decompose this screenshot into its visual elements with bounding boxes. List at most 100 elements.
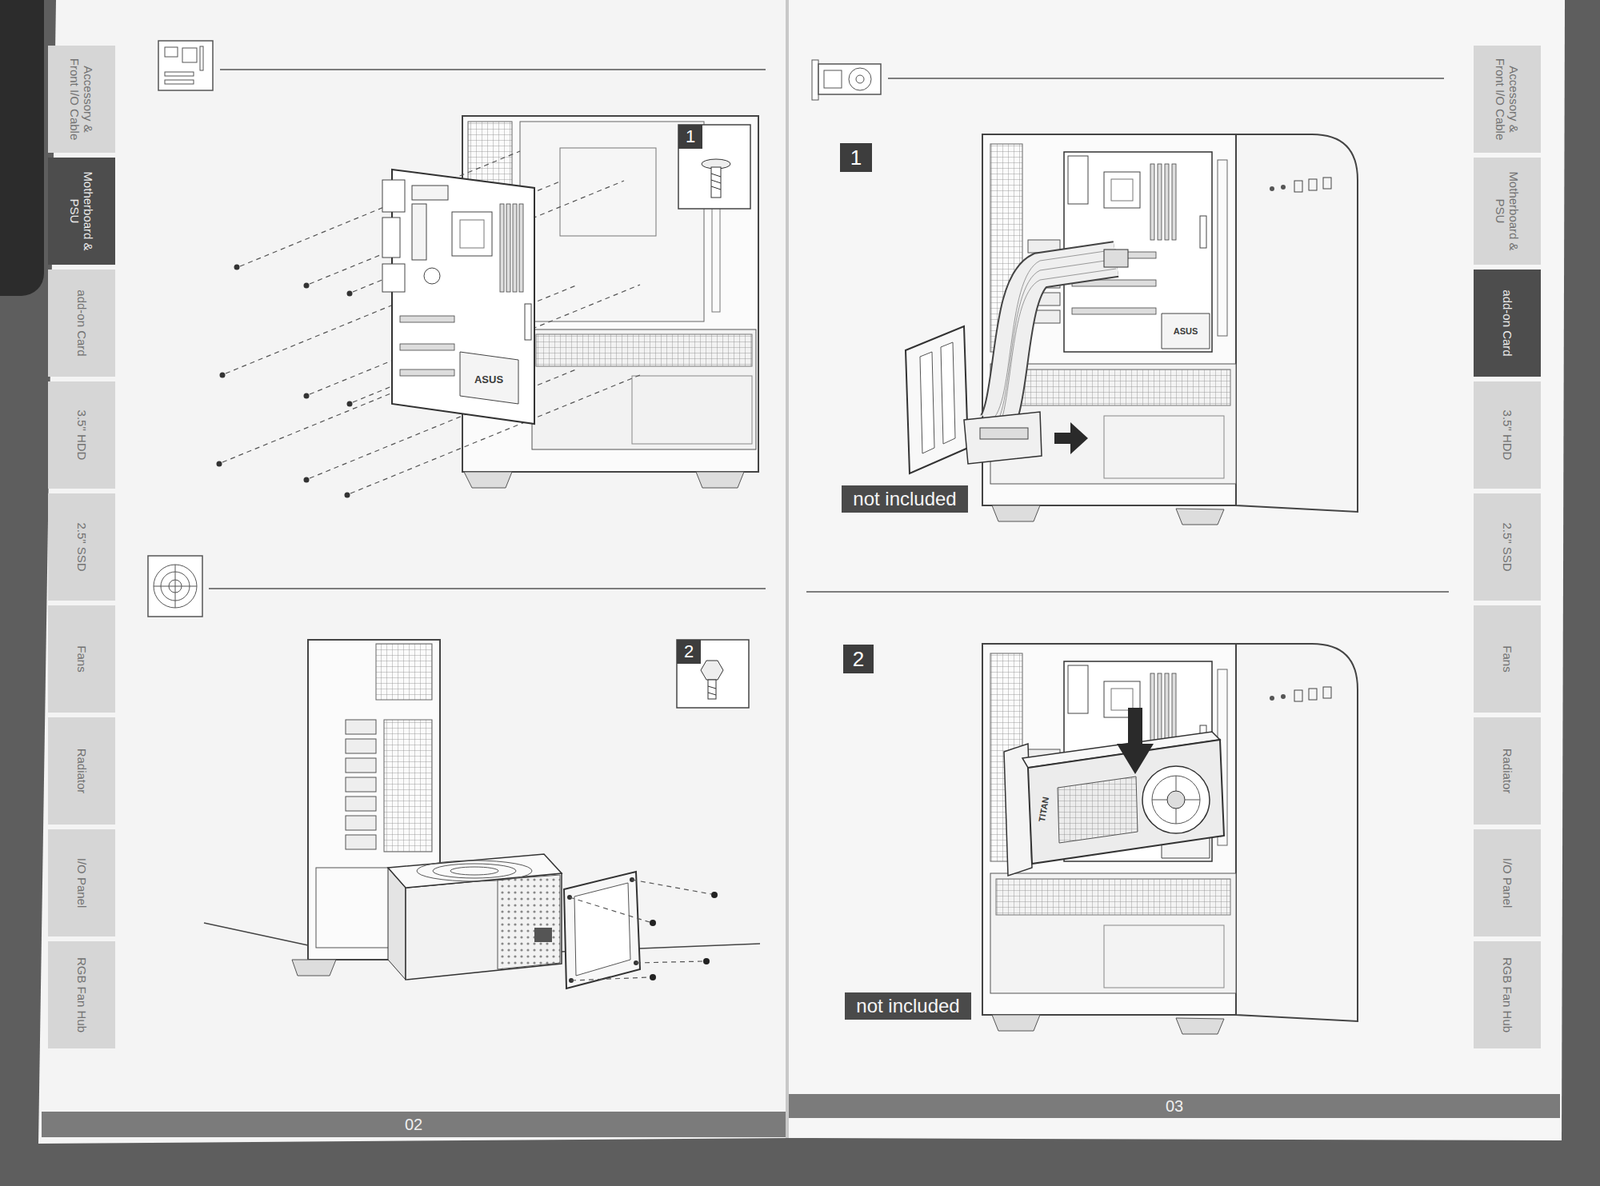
psu-section-part-part bbox=[636, 961, 704, 964]
add-on-card-section-part bbox=[1104, 249, 1128, 268]
motherboard-section-part bbox=[392, 169, 535, 424]
motherboard-section-part bbox=[532, 329, 756, 450]
psu-section-part bbox=[153, 564, 197, 608]
motherboard-section-part bbox=[536, 334, 752, 367]
tab-label: Motherboard & PSU bbox=[68, 162, 96, 260]
section-tab: RGB Fan Hub bbox=[48, 941, 116, 1049]
psu-section-part bbox=[569, 880, 712, 981]
psu-section-part bbox=[497, 875, 560, 970]
add-on-card-section-part bbox=[818, 64, 881, 95]
add-on-card-section-part bbox=[940, 342, 956, 444]
add-on-card-section-part bbox=[1116, 708, 1154, 775]
psu-section-part bbox=[148, 556, 203, 617]
add-on-card-section-part bbox=[1142, 766, 1210, 834]
node-text: 3.5" HDD bbox=[1500, 386, 1514, 484]
add-on-card-section-part bbox=[988, 259, 1116, 432]
motherboard-section-part-part bbox=[304, 393, 310, 400]
psu-section-part bbox=[450, 867, 499, 876]
motherboard-section-part bbox=[512, 204, 517, 292]
psu-section-part bbox=[708, 686, 716, 689]
tab-label: I/O Panel bbox=[74, 834, 88, 932]
add-on-card-section-part bbox=[1167, 791, 1185, 809]
psu-section-part bbox=[345, 816, 376, 831]
motherboard-section-part bbox=[382, 217, 400, 258]
node-text: RGB Fan Hub bbox=[74, 946, 88, 1044]
add-on-card-section-part bbox=[988, 259, 1116, 432]
motherboard-section-part bbox=[460, 220, 484, 248]
psu-section-part bbox=[700, 660, 724, 680]
motherboard-section-part bbox=[452, 212, 492, 256]
psu-section-part bbox=[703, 958, 710, 965]
step-number: 1 bbox=[840, 143, 872, 172]
tab-label: 3.5" HDD bbox=[74, 386, 88, 484]
tab-label: Accessory & Front I/O Cable bbox=[1493, 50, 1522, 148]
add-on-card-section-part bbox=[982, 644, 1358, 1035]
add-on-card-section-part bbox=[1176, 808, 1177, 824]
motherboard-section-part bbox=[519, 204, 524, 292]
psu-section-part bbox=[676, 640, 749, 708]
node-text: 03 bbox=[1165, 1097, 1184, 1116]
motherboard-section-part bbox=[158, 40, 213, 91]
tab-label: Accessory & Front I/O Cable bbox=[68, 50, 96, 148]
node-text: not included bbox=[856, 995, 960, 1018]
motherboard-section-part bbox=[164, 80, 194, 84]
section-tab: Radiator bbox=[48, 717, 116, 825]
node-text: add-on Card bbox=[1500, 274, 1514, 372]
dark-object bbox=[0, 0, 44, 296]
psu-section-part bbox=[376, 644, 432, 700]
motherboard-section-part bbox=[164, 47, 178, 57]
psu-section-part bbox=[708, 692, 716, 696]
psu-section-part bbox=[384, 720, 432, 852]
motherboard-section-part bbox=[560, 148, 656, 236]
psu-section-part bbox=[432, 864, 516, 879]
spine bbox=[785, 0, 789, 1139]
psu-section bbox=[148, 556, 766, 989]
step-number: 2 bbox=[676, 640, 701, 664]
node-text: I/O Panel bbox=[74, 834, 88, 932]
section-tab: I/O Panel bbox=[48, 829, 116, 937]
add-on-card-section-part bbox=[964, 412, 1042, 464]
node-text: 1 bbox=[685, 126, 696, 148]
add-on-card-section-part bbox=[980, 428, 1028, 440]
motherboard-section-part bbox=[506, 204, 511, 292]
psu-section-part bbox=[345, 777, 376, 792]
motherboard-section-part bbox=[164, 72, 194, 76]
motherboard-section-part bbox=[632, 376, 752, 444]
add-on-card-section-part bbox=[888, 77, 1444, 80]
node-text: 2 bbox=[684, 641, 694, 663]
add-on-card-section-part bbox=[1057, 776, 1138, 844]
tab-label: RGB Fan Hub bbox=[74, 946, 88, 1044]
motherboard-section-part-part bbox=[304, 477, 310, 484]
node-text: 2 bbox=[852, 647, 864, 672]
motherboard-section-part bbox=[382, 264, 405, 292]
section-tab: add-on Card bbox=[48, 269, 116, 377]
node-text: not included bbox=[852, 488, 956, 511]
section-tab: Fans bbox=[1473, 605, 1541, 713]
add-on-card-section-part bbox=[988, 259, 1116, 432]
node-text: Fans bbox=[74, 610, 88, 708]
section-tab: 2.5" SSD bbox=[48, 493, 116, 601]
node-text: 2.5" SSD bbox=[1500, 498, 1514, 596]
add-on-card-section-part bbox=[806, 591, 1449, 593]
node-text: Accessory & Front I/O Cable bbox=[68, 50, 96, 148]
node-text: Fans bbox=[1500, 610, 1514, 708]
section-tab: Motherboard & PSU bbox=[1473, 157, 1541, 265]
brand-label: ASUS bbox=[474, 374, 504, 385]
motherboard-section-part bbox=[711, 186, 721, 190]
psu-section-part bbox=[534, 928, 552, 943]
motherboard-section-part bbox=[412, 204, 427, 260]
add-on-card-section-part bbox=[920, 352, 935, 454]
psu-section-part-part bbox=[632, 880, 712, 895]
motherboard-section-part-part bbox=[216, 461, 223, 468]
section-tab: Fans bbox=[48, 605, 116, 713]
motherboard-section-part bbox=[696, 472, 744, 488]
motherboard-section-part-part bbox=[344, 492, 351, 499]
add-on-card-section-part bbox=[1176, 776, 1177, 792]
step-number: 1 bbox=[678, 124, 703, 149]
psu-section-part bbox=[708, 680, 716, 700]
psu-section-part bbox=[204, 923, 308, 946]
right-page bbox=[787, 0, 1565, 1141]
add-on-card-section-part bbox=[1054, 422, 1088, 455]
